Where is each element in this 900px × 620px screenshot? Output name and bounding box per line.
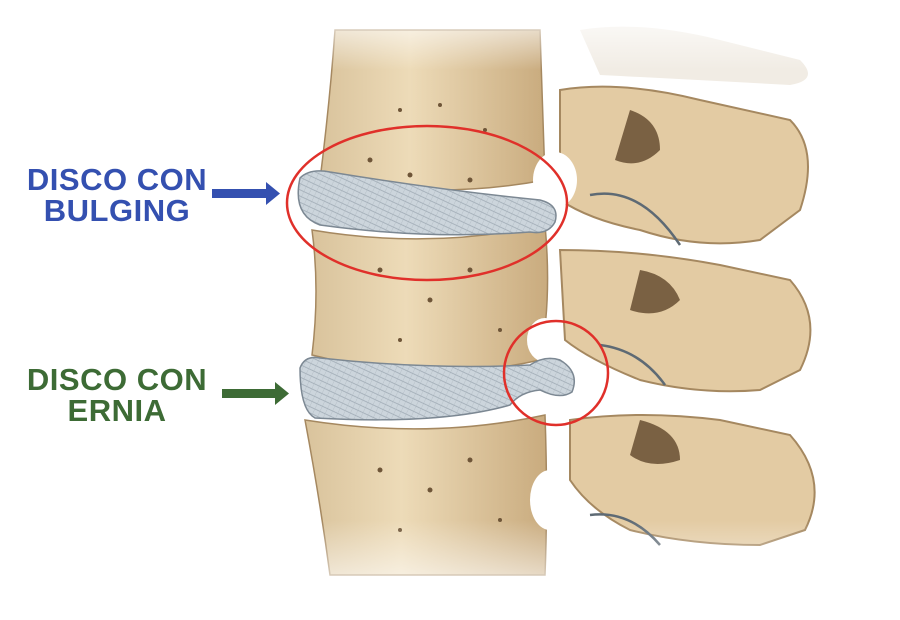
hernia-highlight-circle (502, 319, 610, 427)
herniated-disc (299, 356, 575, 421)
hernia-arrow-icon (222, 382, 289, 405)
bulging-highlight-circle (285, 124, 569, 282)
bulging-disc (297, 170, 557, 236)
bulging-disc-label: DISCO CON BULGING (24, 164, 210, 226)
bulging-label-line1: DISCO CON (26, 162, 208, 197)
vertebral-bodies (304, 29, 577, 576)
bulging-arrow-icon (212, 182, 280, 205)
posterior-elements (558, 26, 816, 547)
bulging-label-line2: BULGING (43, 193, 191, 228)
hernia-disc-label: DISCO CON ERNIA (24, 364, 210, 426)
hernia-label-line1: DISCO CON (26, 362, 208, 397)
hernia-label-line2: ERNIA (67, 393, 167, 428)
